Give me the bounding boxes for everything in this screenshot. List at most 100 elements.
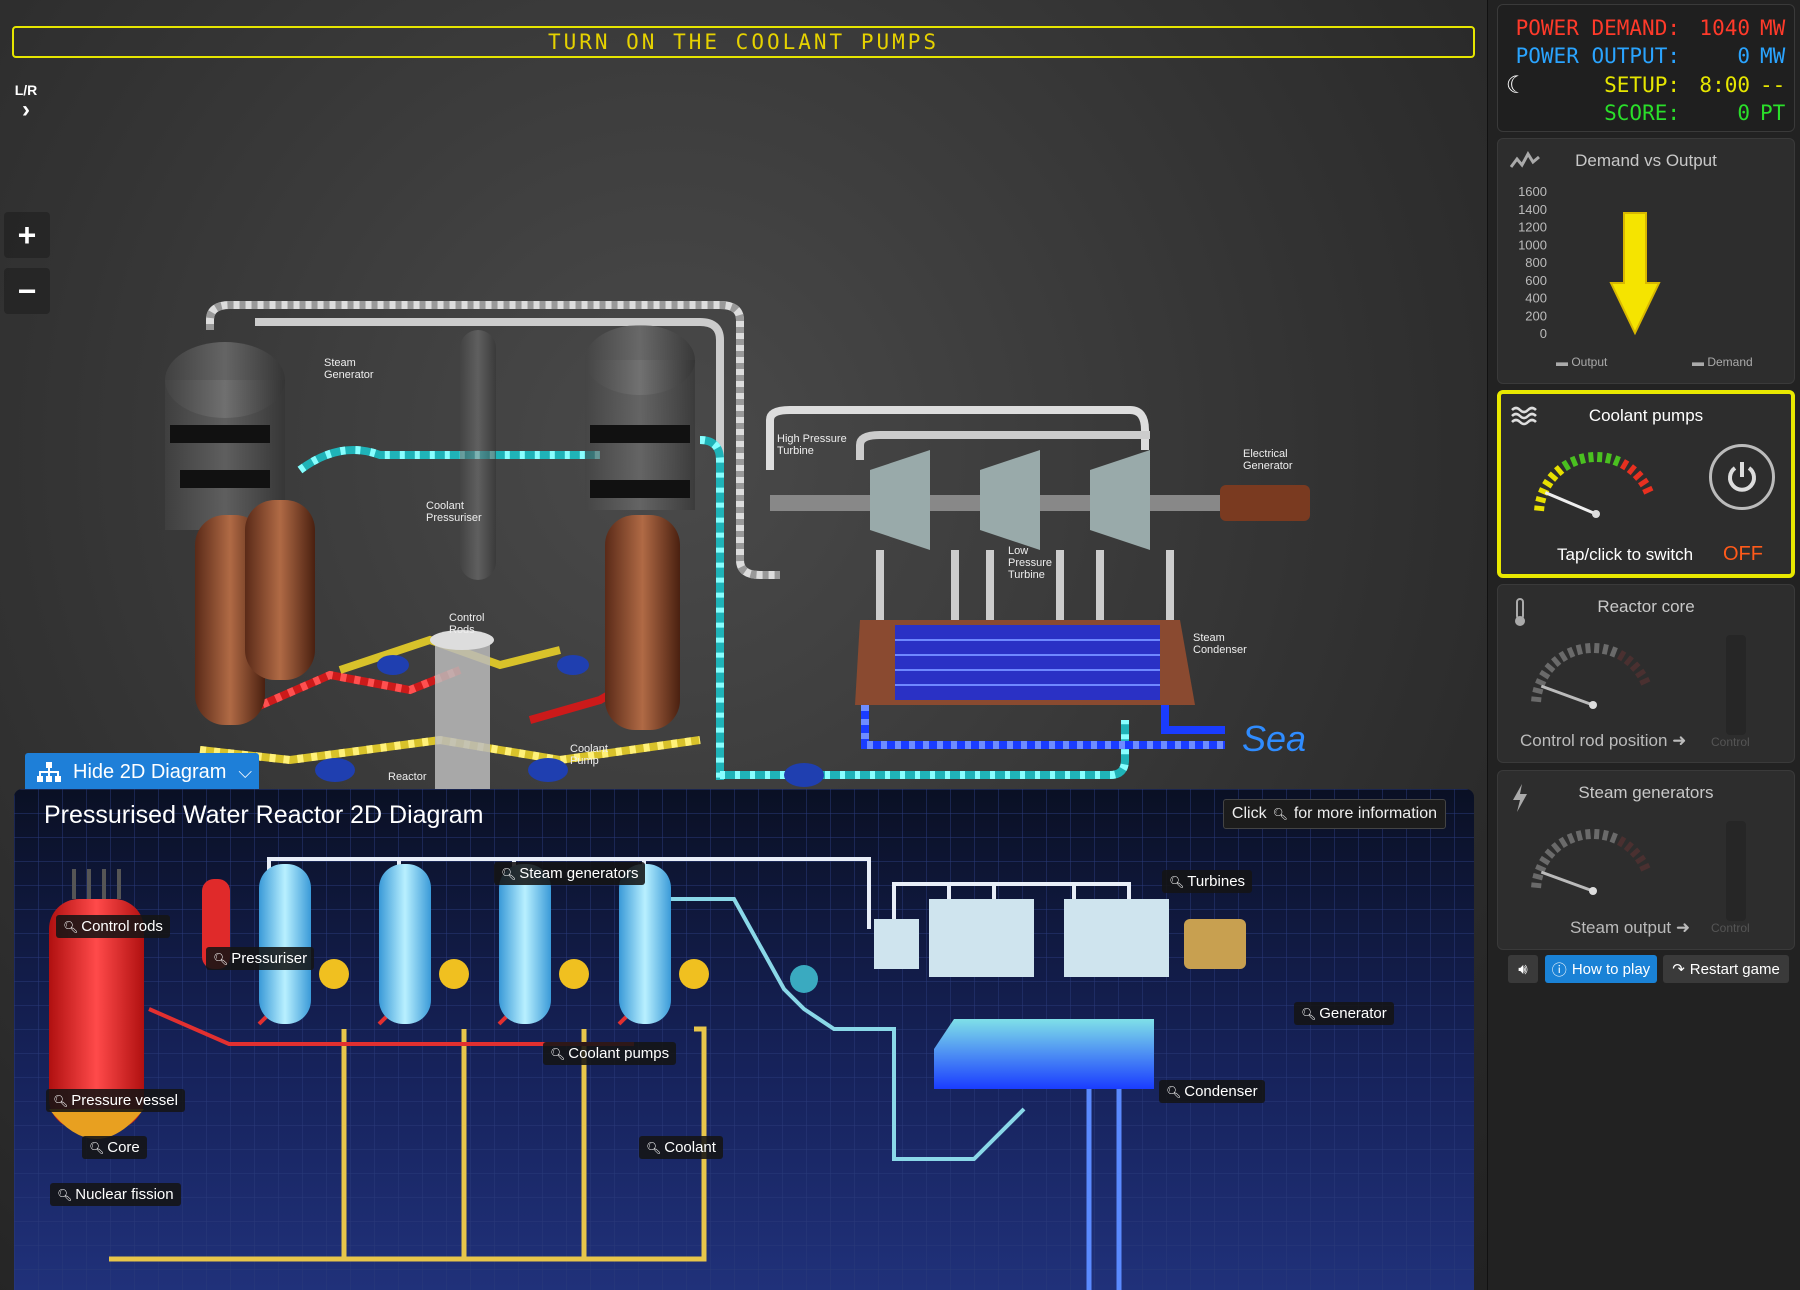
- magnifier-icon: 🔍︎: [89, 1141, 104, 1155]
- power-output-value: 0: [1684, 44, 1750, 68]
- magnifier-icon: 🔍︎: [1169, 875, 1184, 889]
- hide-diagram-button[interactable]: Hide 2D Diagram ⌵: [25, 753, 259, 791]
- legend-demand-label: Demand: [1707, 355, 1752, 369]
- plant-3d-scene: [0, 0, 1487, 790]
- diagram-label-pressuriser[interactable]: 🔍︎Pressuriser: [206, 947, 314, 970]
- how-to-play-button[interactable]: ⓘHow to play: [1545, 955, 1657, 983]
- label-text: Steam generators: [519, 865, 638, 882]
- label-text: Control rods: [81, 918, 163, 935]
- diagram-label-steam-generators[interactable]: 🔍︎Steam generators: [494, 862, 645, 885]
- pressuriser-tube: [460, 330, 496, 580]
- control-rod-position-label: Control rod position ➜: [1520, 731, 1686, 751]
- setup-value: 8:00: [1684, 73, 1750, 97]
- gauge-tick: [1622, 460, 1627, 469]
- zoom-in-button[interactable]: +: [4, 212, 50, 258]
- moon-icon[interactable]: ☾: [1506, 71, 1520, 99]
- label-reactor: Reactor: [388, 771, 427, 783]
- gauge-tick: [1615, 456, 1619, 465]
- chevron-right-icon: ›: [10, 98, 42, 122]
- help-icon: ⓘ: [1552, 959, 1567, 980]
- magnifier-icon: 🔍︎: [646, 1141, 661, 1155]
- setup-label: SETUP:: [1558, 73, 1680, 97]
- legend-demand: ▬ Demand: [1692, 355, 1753, 369]
- label-lp-turbine: Low Pressure Turbine: [1008, 545, 1052, 581]
- lr-toggle-button[interactable]: L/R ›: [10, 82, 42, 130]
- y-tick-label: 1400: [1518, 202, 1547, 217]
- diagram-label-pressure-vessel[interactable]: 🔍︎Pressure vessel: [46, 1089, 185, 1112]
- steam-output-slider[interactable]: [1726, 821, 1746, 921]
- gauge-tick: [1561, 652, 1566, 661]
- coolant-pumps-gauge: [1521, 434, 1671, 524]
- gauge-hub: [1589, 887, 1597, 895]
- demand-chart-card: Demand vs Output 16001400120010008006004…: [1497, 138, 1795, 384]
- gauge-tick: [1619, 651, 1624, 660]
- sound-toggle-button[interactable]: 🔊︎: [1508, 955, 1538, 983]
- gauge-tick: [1578, 831, 1580, 841]
- coolant-pumps-card[interactable]: Coolant pumps Tap/click to switch OFF: [1497, 390, 1795, 578]
- gauge-needle: [1545, 493, 1596, 514]
- gauge-tick: [1556, 467, 1562, 475]
- power-output-unit: MW: [1760, 44, 1785, 68]
- speaker-icon: 🔊︎: [1518, 961, 1527, 978]
- label-text: Nuclear fission: [75, 1186, 173, 1203]
- pump-power-button[interactable]: [1709, 444, 1775, 510]
- label-text: Generator: [1319, 1005, 1387, 1022]
- gauge-tick: [1619, 837, 1624, 846]
- label-electrical-generator: Electrical Generator: [1243, 448, 1293, 472]
- restart-label: Restart game: [1690, 961, 1780, 978]
- mission-instruction-bar: TURN ON THE COOLANT PUMPS: [12, 26, 1475, 58]
- steam-generators-card: Steam generators Steam output ➜ Control: [1497, 770, 1795, 950]
- steam-output-text: Steam output: [1570, 918, 1671, 937]
- reactor-core-card: Reactor core Control rod position ➜ Cont…: [1497, 584, 1795, 763]
- magnifier-icon: 🔍︎: [501, 867, 516, 881]
- control-rod-slider[interactable]: [1726, 635, 1746, 735]
- gauge-tick: [1612, 647, 1616, 656]
- diagram-label-coolant-pumps[interactable]: 🔍︎Coolant pumps: [543, 1042, 676, 1065]
- pump-state: OFF: [1723, 543, 1763, 566]
- steam-generator-right: [585, 325, 695, 730]
- gauge-tick: [1588, 829, 1589, 839]
- diagram-label-core[interactable]: 🔍︎Core: [82, 1136, 147, 1159]
- zoom-out-button[interactable]: −: [4, 268, 50, 314]
- diagram-label-control-rods[interactable]: 🔍︎Control rods: [56, 915, 170, 938]
- pwr-2d-diagram: Pressurised Water Reactor 2D Diagram Cli…: [14, 789, 1474, 1290]
- gauge-tick: [1626, 657, 1632, 665]
- setup-row: ☾ SETUP: 8:00 --: [1498, 71, 1794, 99]
- chevron-down-icon: ⌵: [238, 762, 252, 783]
- gauge-tick: [1607, 453, 1609, 463]
- diagram-hint: Click 🔍︎ for more information: [1223, 799, 1446, 829]
- restart-game-button[interactable]: ↷Restart game: [1663, 955, 1789, 983]
- label-sea: Sea: [1242, 718, 1306, 760]
- gauge-tick: [1561, 838, 1566, 847]
- magnifier-icon: 🔍︎: [63, 920, 78, 934]
- label-text: Condenser: [1184, 1083, 1257, 1100]
- steam-output-label: Steam output ➜: [1570, 918, 1690, 938]
- reactor-core-title: Reactor core: [1498, 597, 1794, 617]
- score-row: SCORE: 0 PT: [1498, 99, 1794, 127]
- gauge-tick: [1629, 466, 1635, 474]
- label-steam-generator: Steam Generator: [324, 357, 374, 381]
- gauge-tick: [1569, 834, 1573, 843]
- magnifier-icon: 🔍︎: [550, 1047, 565, 1061]
- y-tick-label: 0: [1540, 326, 1547, 341]
- reactor-3d-view[interactable]: Steam Generator Coolant Pressuriser Cont…: [0, 0, 1487, 1290]
- diagram-label-turbines[interactable]: 🔍︎Turbines: [1162, 870, 1252, 893]
- power-icon: [1724, 459, 1760, 495]
- gauge-tick: [1596, 643, 1597, 653]
- gauge-tick: [1578, 645, 1580, 655]
- gauge-tick: [1531, 885, 1541, 886]
- gauge-tick: [1591, 452, 1592, 462]
- gauge-needle: [1541, 686, 1593, 705]
- power-demand-row: POWER DEMAND: 1040 MW: [1498, 14, 1794, 42]
- diagram-label-nuclear-fission[interactable]: 🔍︎Nuclear fission: [50, 1183, 181, 1206]
- control-rod-slider-label: Control: [1711, 735, 1750, 749]
- gauge-tick: [1596, 829, 1597, 839]
- diagram-label-generator[interactable]: 🔍︎Generator: [1294, 1002, 1394, 1025]
- y-tick-label: 1200: [1518, 220, 1547, 235]
- gauge-tick: [1540, 672, 1548, 677]
- gauge-tick: [1536, 866, 1545, 870]
- diagram-label-coolant[interactable]: 🔍︎Coolant: [639, 1136, 723, 1159]
- magnifier-icon: 🔍︎: [1273, 807, 1288, 821]
- diagram-label-condenser[interactable]: 🔍︎Condenser: [1159, 1080, 1265, 1103]
- coolant-pumps-title: Coolant pumps: [1501, 406, 1791, 426]
